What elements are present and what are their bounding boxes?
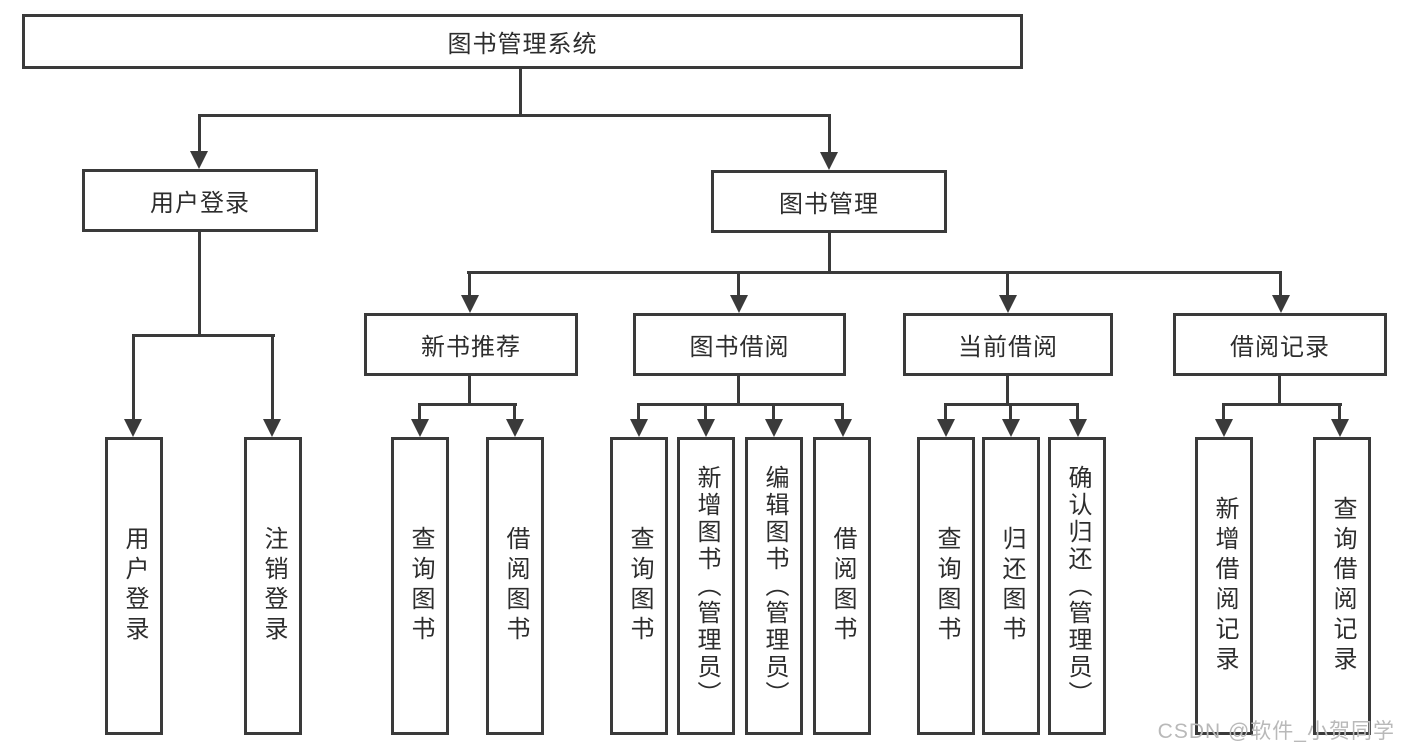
node-user-login-box: 用户登录 — [82, 169, 318, 232]
connector-current-leg — [1076, 403, 1079, 419]
leaf-recommend-query-books-box: 查询图书 — [391, 437, 449, 735]
leaf-recommend-borrow-books-box: 借阅图书 — [486, 437, 544, 735]
leaf-logout-label: 注销登录 — [260, 526, 287, 646]
connector-borrow-stem — [737, 376, 740, 405]
leaf-current-query-books-label: 查询图书 — [933, 526, 960, 646]
arrow-down-icon — [263, 419, 281, 437]
leaf-record-add-record-box: 新增借阅记录 — [1195, 437, 1253, 735]
arrow-down-icon — [834, 419, 852, 437]
connector-root-stem — [519, 69, 522, 117]
connector-borrow-leg — [841, 403, 844, 419]
connector-borrow-leg — [704, 403, 707, 419]
leaf-borrow-borrow-books-box: 借阅图书 — [813, 437, 871, 735]
leaf-logout-box: 注销登录 — [244, 437, 302, 735]
arrow-down-icon — [697, 419, 715, 437]
node-book-management-label: 图书管理 — [779, 191, 879, 218]
arrow-down-icon — [506, 419, 524, 437]
connector-record-leg — [1222, 403, 1225, 419]
node-borrow-record-label: 借阅记录 — [1230, 334, 1330, 361]
arrow-down-icon — [1215, 419, 1233, 437]
arrow-down-icon — [1331, 419, 1349, 437]
leaf-borrow-edit-books-box: 编辑图书（管理员） — [745, 437, 803, 735]
connector-root-leg-right — [828, 114, 831, 154]
leaf-borrow-add-books-label: 新增图书（管理员） — [693, 464, 720, 708]
node-root-box: 图书管理系统 — [22, 14, 1023, 69]
connector-recommend-bus — [418, 403, 517, 406]
node-root-label: 图书管理系统 — [447, 31, 598, 58]
csdn-watermark: CSDN @软件_小贺同学 — [1157, 720, 1395, 743]
leaf-user-login-box: 用户登录 — [105, 437, 163, 735]
connector-record-bus — [1222, 403, 1342, 406]
arrow-down-icon — [190, 151, 208, 169]
connector-user-login-stem — [198, 232, 201, 336]
leaf-record-query-record-box: 查询借阅记录 — [1313, 437, 1371, 735]
arrow-down-icon — [1069, 419, 1087, 437]
node-book-borrow-box: 图书借阅 — [633, 313, 846, 376]
leaf-user-login-label: 用户登录 — [121, 526, 148, 646]
node-book-borrow-label: 图书借阅 — [689, 334, 790, 361]
connector-book-mgmt-stem — [828, 233, 831, 273]
leaf-borrow-borrow-books-label: 借阅图书 — [829, 526, 856, 646]
node-book-management-box: 图书管理 — [711, 170, 947, 233]
connector-book-mgmt-leg — [468, 271, 471, 297]
arrow-down-icon — [1002, 419, 1020, 437]
connector-current-stem — [1006, 376, 1009, 405]
leaf-borrow-add-books-box: 新增图书（管理员） — [677, 437, 735, 735]
connector-borrow-bus — [637, 403, 843, 406]
node-current-borrow-box: 当前借阅 — [903, 313, 1113, 376]
connector-current-leg — [944, 403, 947, 419]
leaf-recommend-query-books-label: 查询图书 — [407, 526, 434, 646]
connector-book-mgmt-leg — [1279, 271, 1282, 297]
leaf-record-add-record-label: 新增借阅记录 — [1211, 496, 1238, 676]
connector-current-leg — [1009, 403, 1012, 419]
connector-recommend-stem — [468, 376, 471, 405]
leaf-borrow-edit-books-label: 编辑图书（管理员） — [761, 464, 788, 708]
arrow-down-icon — [999, 295, 1017, 313]
connector-recommend-leg — [418, 403, 421, 419]
connector-book-mgmt-leg — [1006, 271, 1009, 297]
arrow-down-icon — [411, 419, 429, 437]
arrow-down-icon — [124, 419, 142, 437]
connector-book-mgmt-bus — [467, 271, 1282, 274]
connector-user-login-leg — [132, 334, 135, 420]
arrow-down-icon — [937, 419, 955, 437]
arrow-down-icon — [730, 295, 748, 313]
connector-recommend-leg — [513, 403, 516, 419]
connector-root-bus — [198, 114, 831, 117]
arrow-down-icon — [1272, 295, 1290, 313]
leaf-current-return-books-label: 归还图书 — [998, 526, 1025, 646]
connector-record-stem — [1278, 376, 1281, 405]
leaf-recommend-borrow-books-label: 借阅图书 — [502, 526, 529, 646]
leaf-borrow-query-books-label: 查询图书 — [626, 526, 653, 646]
node-new-book-recommend-label: 新书推荐 — [421, 334, 521, 361]
leaf-current-confirm-return-label: 确认归还（管理员） — [1064, 464, 1091, 708]
node-borrow-record-box: 借阅记录 — [1173, 313, 1387, 376]
arrow-down-icon — [630, 419, 648, 437]
node-current-borrow-label: 当前借阅 — [958, 334, 1058, 361]
arrow-down-icon — [461, 295, 479, 313]
connector-borrow-leg — [772, 403, 775, 419]
connector-user-login-leg — [271, 334, 274, 420]
connector-user-login-bus — [132, 334, 275, 337]
node-user-login-label: 用户登录 — [150, 190, 250, 217]
arrow-down-icon — [765, 419, 783, 437]
connector-root-leg-left — [198, 114, 201, 154]
connector-borrow-leg — [637, 403, 640, 419]
arrow-down-icon — [820, 152, 838, 170]
connector-book-mgmt-leg — [737, 271, 740, 297]
node-new-book-recommend-box: 新书推荐 — [364, 313, 578, 376]
connector-record-leg — [1338, 403, 1341, 419]
leaf-record-query-record-label: 查询借阅记录 — [1329, 496, 1356, 676]
leaf-borrow-query-books-box: 查询图书 — [610, 437, 668, 735]
leaf-current-query-books-box: 查询图书 — [917, 437, 975, 735]
leaf-current-confirm-return-box: 确认归还（管理员） — [1048, 437, 1106, 735]
leaf-current-return-books-box: 归还图书 — [982, 437, 1040, 735]
